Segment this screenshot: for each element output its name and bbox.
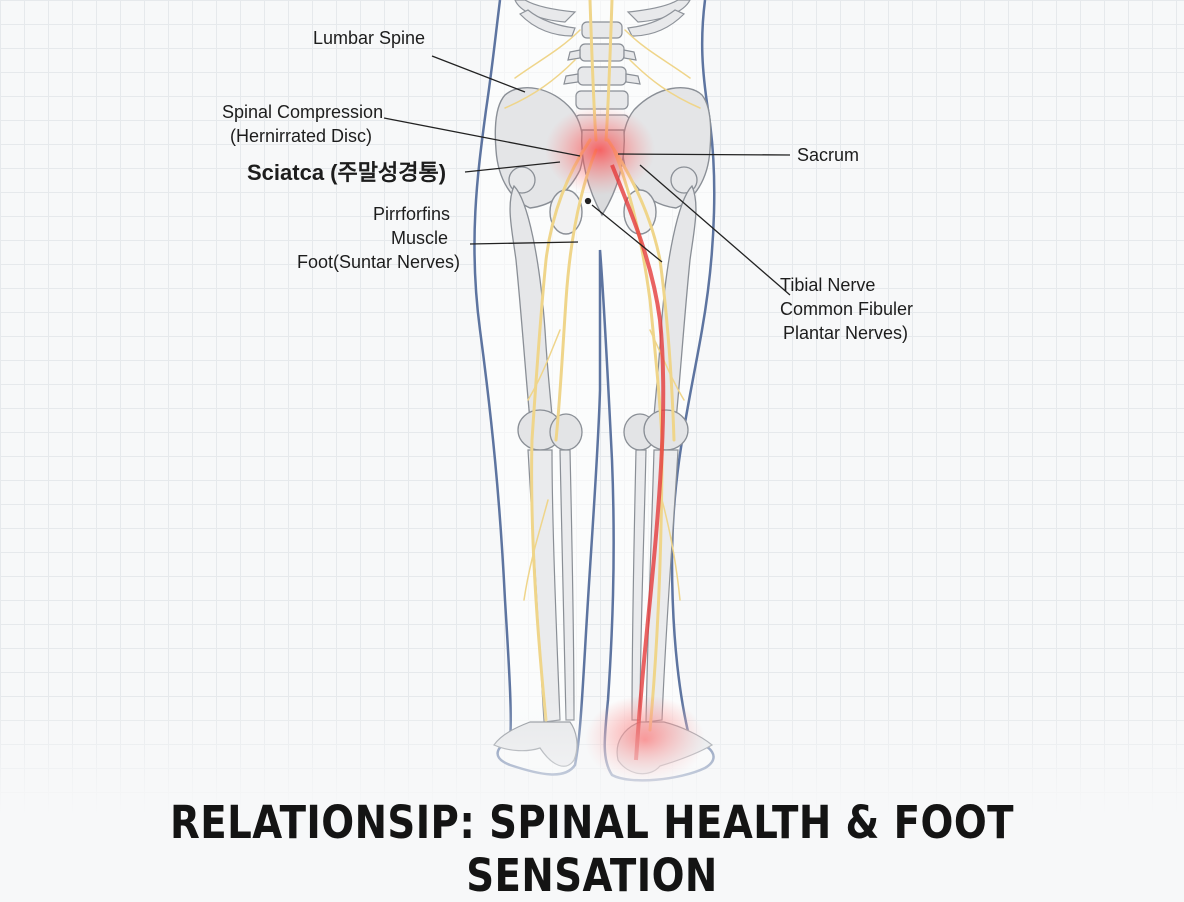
lower-leg-bones bbox=[528, 450, 678, 722]
label-tibial-nerve: Tibial Nerve bbox=[780, 275, 875, 296]
label-sciatica: Sciatca (주말성경통) bbox=[247, 162, 446, 183]
label-plantar-nerves: Plantar Nerves) bbox=[783, 323, 908, 344]
label-piriformis-line1: Pirrforfins bbox=[373, 204, 450, 225]
label-lumbar-spine: Lumbar Spine bbox=[313, 28, 425, 49]
label-piriformis-line3: Foot(Suntar Nerves) bbox=[297, 252, 460, 273]
label-sacrum: Sacrum bbox=[797, 145, 859, 166]
page-title: RELATIONSIP: SPINAL HEALTH & FOOT SENSAT… bbox=[83, 796, 1101, 902]
label-piriformis-line2: Muscle bbox=[391, 228, 448, 249]
label-spinal-compression: Spinal Compression bbox=[222, 102, 383, 123]
label-common-fibular: Common Fibuler bbox=[780, 299, 913, 320]
label-herniated-disc: (Hernirrated Disc) bbox=[230, 126, 372, 147]
